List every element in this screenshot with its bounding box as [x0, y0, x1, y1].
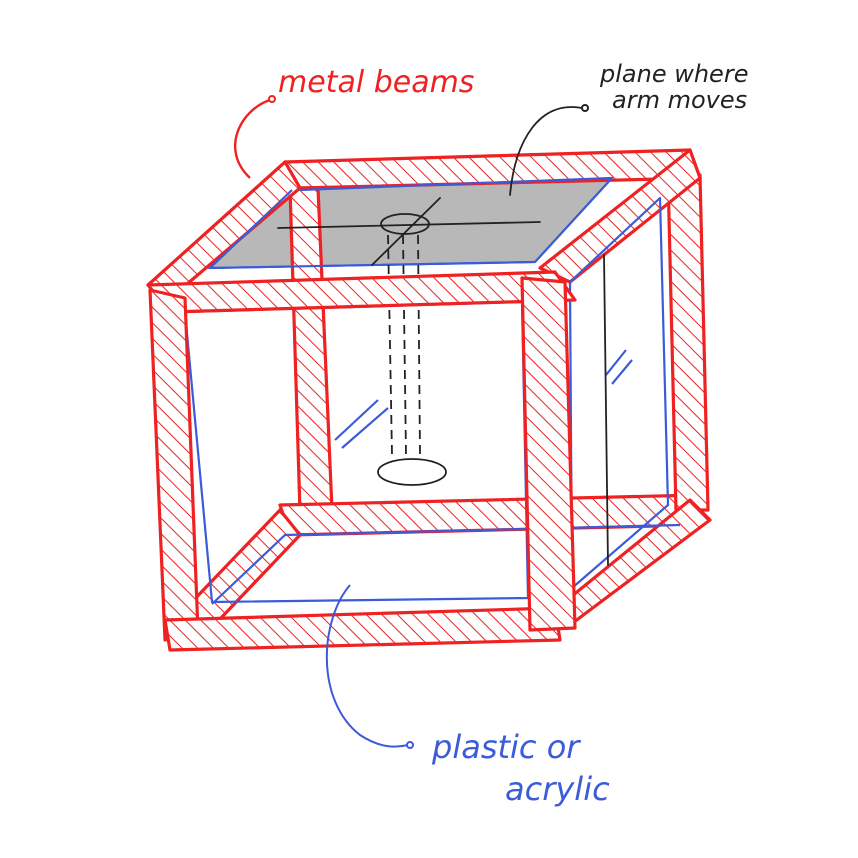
label-plane-line1: plane where	[599, 60, 748, 88]
label-plastic-line2: acrylic	[505, 770, 610, 808]
metal-beams-arrow-tip	[269, 96, 275, 102]
plane-arrow-tip	[582, 105, 588, 111]
label-plastic-line1: plastic or	[431, 728, 581, 766]
plastic-arrow	[327, 585, 408, 747]
metal-beams-arrow	[235, 100, 270, 178]
plastic-arrow-tip	[407, 742, 413, 748]
label-plane-line2: arm moves	[612, 86, 747, 114]
label-metal-beams: metal beams	[278, 65, 474, 100]
